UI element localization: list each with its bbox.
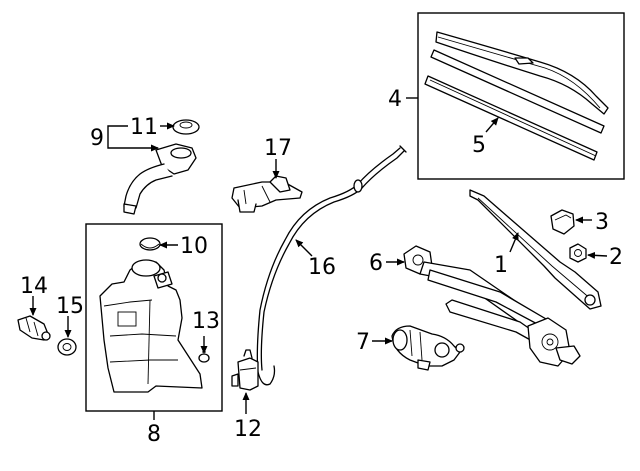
callout-1: 1: [494, 253, 508, 278]
callout-14: 14: [20, 274, 48, 299]
washer-pump[interactable]: [231, 349, 259, 391]
callout-17: 17: [264, 136, 292, 161]
callout-7: 7: [356, 330, 370, 355]
leader-9-upper: [107, 125, 128, 137]
arm-nut[interactable]: [569, 243, 587, 263]
wiper-blade-group-box: [417, 12, 625, 180]
washer-hose[interactable]: [256, 145, 407, 386]
reservoir-cap[interactable]: [139, 237, 161, 251]
sensor-grommet[interactable]: [57, 338, 77, 356]
callout-11: 11: [130, 115, 158, 140]
filler-cap[interactable]: [172, 119, 200, 135]
wiper-linkage[interactable]: [403, 245, 581, 367]
washer-reservoir[interactable]: [99, 259, 203, 393]
wiper-arm[interactable]: [469, 189, 602, 310]
wiper-blade-assembly[interactable]: [424, 31, 609, 161]
washer-nozzle[interactable]: [231, 175, 303, 213]
callout-13: 13: [192, 309, 220, 334]
level-sensor[interactable]: [17, 315, 51, 341]
callout-15: 15: [56, 294, 84, 319]
callout-6: 6: [369, 251, 383, 276]
callout-3: 3: [595, 210, 609, 235]
filler-neck[interactable]: [123, 143, 197, 215]
callout-9: 9: [90, 126, 104, 151]
arm-cap[interactable]: [550, 209, 575, 235]
leader-5: [485, 117, 499, 133]
callout-5: 5: [472, 133, 486, 158]
callout-2: 2: [609, 245, 623, 270]
callout-8: 8: [147, 422, 161, 447]
callout-4: 4: [388, 87, 402, 112]
reservoir-clip[interactable]: [198, 351, 210, 363]
callout-10: 10: [180, 234, 208, 259]
leader-16: [295, 239, 313, 257]
leader-9-lower: [107, 137, 159, 152]
callout-12: 12: [234, 417, 262, 442]
leader-2: [587, 251, 608, 259]
callout-16: 16: [308, 255, 336, 280]
wiper-motor[interactable]: [391, 325, 465, 371]
leader-1: [509, 232, 519, 253]
